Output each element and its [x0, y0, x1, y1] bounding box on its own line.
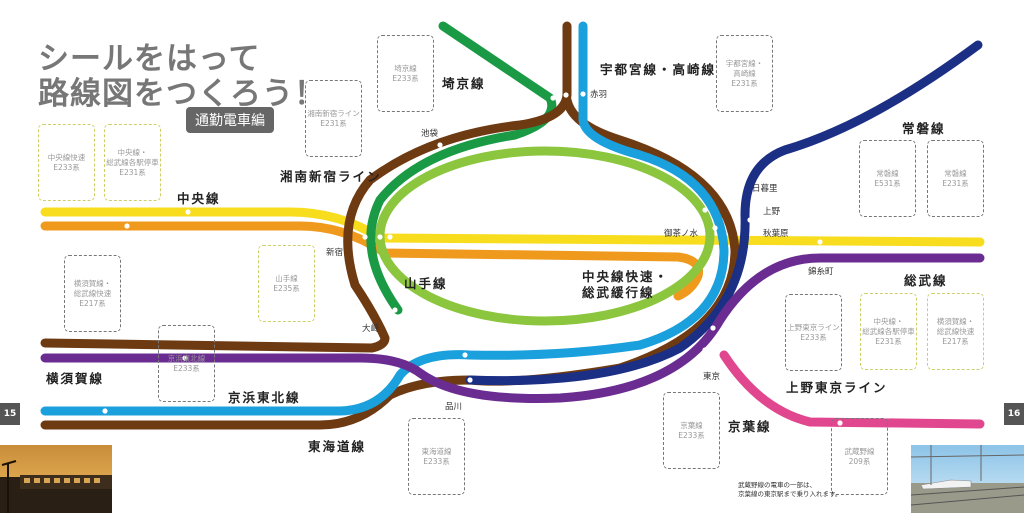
sticker-slot-utsunomiya[interactable]: 宇都宮線・ 高崎線 E231系 — [716, 35, 773, 112]
sticker-slot-musashino[interactable]: 武蔵野線 209系 — [831, 418, 888, 495]
note-line-2: 京葉線の東京駅まで乗り入れます。 — [738, 490, 842, 498]
sticker-slot-sobu-rapid[interactable]: 横須賀線・ 総武線快速 E217系 — [927, 293, 984, 370]
line-label-yamanote: 山手線 — [404, 276, 448, 291]
sticker-slot-keihin[interactable]: 京浜東北線 E233系 — [158, 325, 215, 402]
station-dot — [747, 217, 753, 223]
station-label-akihabara: 秋葉原 — [763, 229, 789, 239]
station-dot — [362, 234, 368, 240]
station-label-ochanomizu: 御茶ノ水 — [664, 229, 699, 239]
station-label-shinagawa: 品川 — [445, 402, 463, 412]
sticker-slot-yamanote[interactable]: 山手線 E235系 — [258, 245, 315, 322]
sticker-label: 京葉線 E233系 — [678, 420, 705, 440]
station-label-kinshicho: 錦糸町 — [808, 267, 834, 277]
sticker-slot-ueno-tokyo[interactable]: 上野東京ライン E233系 — [785, 294, 842, 371]
sticker-label: 上野東京ライン E233系 — [787, 322, 840, 342]
station-dot — [712, 225, 718, 231]
line-label-tokaido: 東海道線 — [308, 439, 367, 454]
line-label-joban: 常磐線 — [902, 121, 946, 136]
line-shonan-shinjuku — [40, 21, 572, 353]
station-label-ueno: 上野 — [763, 207, 781, 217]
station-dot — [185, 209, 191, 215]
station-dot — [817, 239, 823, 245]
sticker-slot-keiyo[interactable]: 京葉線 E233系 — [663, 392, 720, 469]
station-dot — [580, 91, 586, 97]
station-label-tokyo: 東京 — [703, 372, 721, 382]
station-dot — [702, 207, 708, 213]
sunset-train-photo — [0, 445, 112, 513]
station-label-osaki: 大崎 — [362, 324, 380, 334]
sticker-label: 武蔵野線 209系 — [844, 446, 875, 466]
station-dot — [462, 352, 468, 358]
line-label-keihin: 京浜東北線 — [228, 390, 301, 405]
line-label-ueno-tokyo: 上野東京ライン — [786, 380, 888, 395]
sticker-label: 東海道線 E233系 — [421, 446, 452, 466]
sticker-slot-tokaido[interactable]: 東海道線 E233系 — [408, 418, 465, 495]
sticker-label: 京浜東北線 E233系 — [167, 353, 206, 373]
sticker-label: 横須賀線・ 総武線快速 E217系 — [73, 278, 112, 308]
station-label-akabane: 赤羽 — [590, 90, 608, 100]
sticker-slot-joban-2[interactable]: 常磐線 E231系 — [927, 140, 984, 217]
station-dot — [550, 95, 556, 101]
line-label-yokosuka: 横須賀線 — [46, 371, 105, 386]
station-dot — [563, 92, 569, 98]
sticker-slot-sobu-local[interactable]: 中央線・ 総武線各駅停車 E231系 — [860, 293, 917, 370]
sticker-label: 常磐線 E231系 — [942, 168, 969, 188]
sticker-slot-shonan[interactable]: 湘南新宿ライン E231系 — [305, 80, 362, 157]
station-dot — [124, 223, 130, 229]
sticker-slot-chuo-local[interactable]: 中央線・ 総武線各駅停車 E231系 — [104, 124, 161, 201]
station-dot — [392, 307, 398, 313]
line-label-chuo: 中央線 — [177, 191, 221, 206]
line-label-sobu: 総武線 — [904, 273, 948, 288]
musashino-note: 武蔵野線の電車の一部は、 京葉線の東京駅まで乗り入れます。 — [738, 481, 841, 499]
station-dot — [377, 234, 383, 240]
station-dot — [182, 355, 188, 361]
station-label-ikebukuro: 池袋 — [421, 129, 439, 139]
sticker-label: 常磐線 E531系 — [874, 168, 901, 188]
station-dot — [467, 377, 473, 383]
station-label-nippori: 日暮里 — [752, 184, 778, 194]
sticker-slot-yokosuka[interactable]: 横須賀線・ 総武線快速 E217系 — [64, 255, 121, 332]
page-title-line1: シールをはって — [38, 41, 261, 77]
line-label-keiyo: 京葉線 — [728, 419, 772, 434]
note-line-1: 武蔵野線の電車の一部は、 — [738, 481, 816, 489]
line-keihin-tohoku — [40, 21, 729, 416]
line-joban — [465, 40, 983, 386]
station-dot — [731, 210, 737, 216]
sticker-slot-chuo-rapid[interactable]: 中央線快速 E233系 — [38, 124, 95, 201]
station-dot — [437, 142, 443, 148]
page-title-line2: 路線図をつくろう！ — [38, 76, 326, 112]
line-chuo-rapid — [40, 221, 704, 301]
sticker-label: 埼京線 E233系 — [392, 63, 419, 83]
sticker-slot-saikyo[interactable]: 埼京線 E233系 — [377, 35, 434, 112]
sticker-label: 横須賀線・ 総武線快速 E217系 — [936, 316, 975, 346]
page-number-left: 15 — [0, 403, 20, 425]
line-keiyo — [719, 350, 985, 429]
station-dot — [102, 408, 108, 414]
sticker-label: 中央線・ 総武線各駅停車 E231系 — [106, 147, 159, 177]
line-yokosuka-sobu — [40, 253, 985, 403]
line-label-shonan: 湘南新宿ライン — [280, 169, 382, 184]
station-label-shinjuku: 新宿 — [326, 248, 344, 258]
sticker-label: 中央線快速 E233系 — [47, 152, 86, 172]
page-number-right: 16 — [1004, 403, 1024, 425]
station-dot — [687, 305, 693, 311]
line-label-saikyo: 埼京線 — [442, 76, 486, 91]
sticker-label: 中央線・ 総武線各駅停車 E231系 — [862, 316, 915, 346]
station-dot — [837, 420, 843, 426]
sticker-label: 湘南新宿ライン E231系 — [307, 108, 360, 128]
station-dot — [702, 347, 708, 353]
line-label-utsunomiya: 宇都宮線・高崎線 — [600, 62, 717, 77]
shinkansen-photo — [911, 445, 1024, 513]
line-label-chuo-rapid-2: 総武緩行線 — [582, 285, 655, 300]
sticker-label: 山手線 E235系 — [273, 273, 300, 293]
station-dot — [387, 234, 393, 240]
line-label-chuo-rapid-1: 中央線快速・ — [582, 269, 670, 284]
section-badge: 通勤電車編 — [186, 107, 274, 133]
station-dot — [710, 325, 716, 331]
sticker-slot-joban-1[interactable]: 常磐線 E531系 — [859, 140, 916, 217]
sticker-label: 宇都宮線・ 高崎線 E231系 — [725, 58, 764, 88]
